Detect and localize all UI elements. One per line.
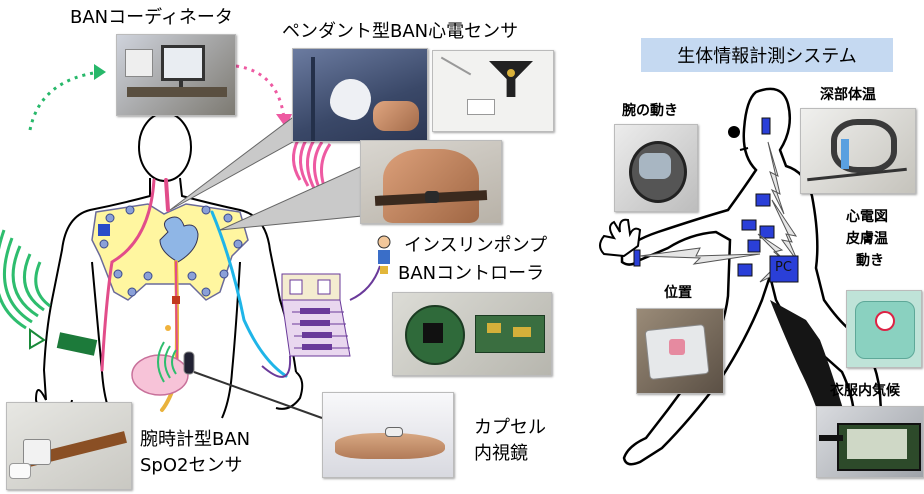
pendant-on-shirt-photo: [292, 48, 428, 142]
label-clothing-climate: 衣服内気候: [830, 383, 900, 399]
pc-box: [769, 255, 799, 283]
position-sensor-photo: [636, 308, 724, 394]
label-insulin-pump: インスリンポンプ: [404, 235, 548, 256]
downlink-dotted-arrow: [235, 64, 286, 119]
label-wrist-sensor-line1: 腕時計型BAN: [140, 429, 251, 450]
label-pc: PC: [775, 260, 792, 275]
heart-graphic: [159, 216, 199, 263]
capsule-endoscope-graphic: [183, 351, 195, 375]
chest-callout-wedge: [219, 165, 363, 231]
abdomen-dot: [165, 325, 171, 331]
abdomen-sensor-node: [172, 296, 180, 304]
label-motion: 動き: [856, 253, 884, 269]
controller-person-icon: [377, 235, 391, 274]
pendant-device-photo: [432, 50, 554, 132]
capsule-callout-line: [193, 371, 323, 419]
chest-strap-photo: [360, 140, 502, 224]
insulin-pump-device: [261, 265, 381, 378]
label-capsule-line2: 内視鏡: [474, 443, 528, 464]
label-ecg: 心電図: [846, 209, 888, 225]
clothing-climate-photo: [816, 406, 924, 478]
ban-coordinator-photo: [116, 34, 236, 116]
shoulder-sensor-node: [98, 224, 110, 236]
system-title: 生体情報計測システム: [641, 38, 893, 72]
wrist-sensor-photo: [6, 402, 132, 490]
arm-motion-photo: [614, 124, 698, 212]
label-arm-motion: 腕の動き: [622, 103, 678, 119]
capsule-on-hand-photo: [322, 392, 454, 478]
walker-hand: [599, 218, 642, 258]
wrist-radio-waves: [0, 229, 51, 330]
label-deep-temp: 深部体温: [820, 87, 876, 103]
label-wrist-sensor-line2: SpO2センサ: [140, 455, 243, 476]
ban-controller-boards-photo: [392, 292, 552, 376]
harness-electrodes: [99, 205, 243, 297]
deep-temp-photo: [800, 108, 916, 194]
label-ban-coordinator: BANコーディネータ: [70, 7, 233, 28]
ecg-sensor-photo: [846, 290, 922, 368]
label-ban-controller: BANコントローラ: [398, 263, 545, 284]
label-capsule-line1: カプセル: [474, 417, 546, 438]
capsule-radio-waves: [157, 341, 177, 383]
walker-eye: [728, 126, 740, 138]
label-position: 位置: [664, 285, 692, 301]
blood-vessels: [100, 178, 288, 412]
label-skin-temp: 皮膚温: [846, 231, 888, 247]
wrist-antenna-icon: [29, 328, 46, 350]
uplink-dotted-arrow: [28, 70, 101, 131]
label-pendant-ecg: ペンダント型BAN心電センサ: [282, 21, 519, 42]
wrist-sensor-band: [56, 332, 98, 356]
walker-sensor-nodes: [633, 117, 775, 277]
